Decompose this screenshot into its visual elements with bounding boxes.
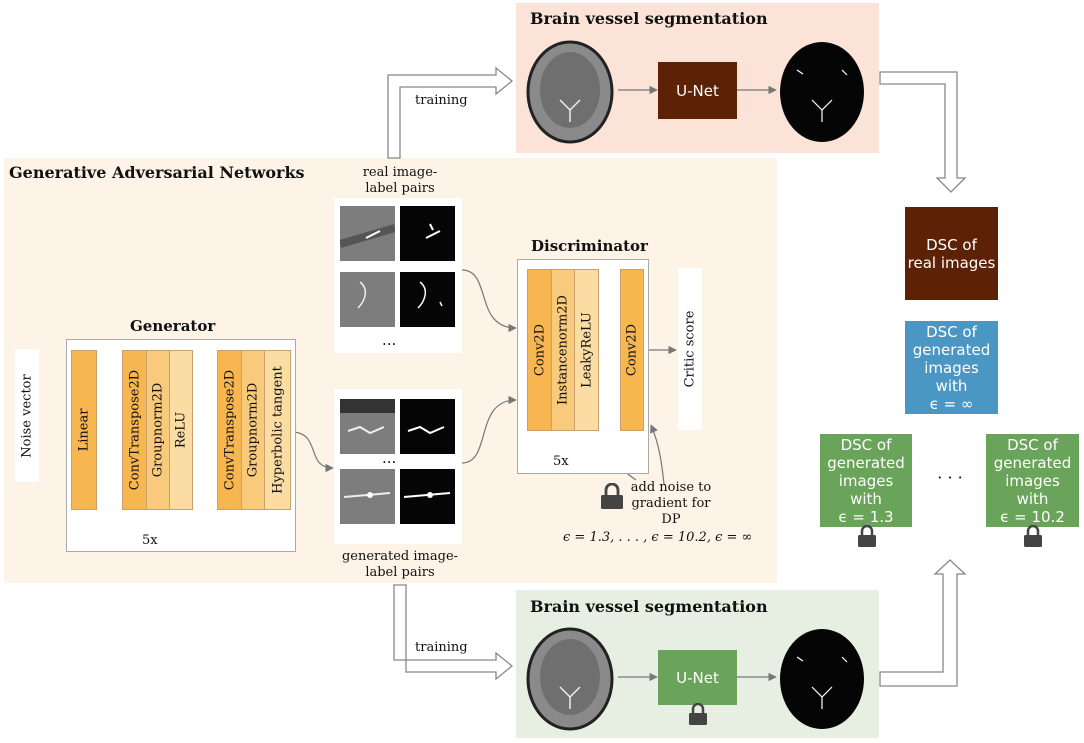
arrow-to-dsc bbox=[879, 71, 967, 193]
unet-box-top: U-Net bbox=[658, 62, 737, 119]
generated-pairs-card: ... bbox=[334, 389, 462, 544]
real-pairs-card: ... bbox=[334, 198, 462, 353]
noise-vector: Noise vector bbox=[15, 349, 39, 482]
generated-image-thumb-1 bbox=[340, 399, 395, 454]
training-label-top: training bbox=[415, 93, 468, 108]
discriminator-repeat-label: 5x bbox=[553, 454, 569, 469]
discriminator-layer-conv2d-1: Conv2D bbox=[527, 269, 552, 431]
generator-layer-relu: ReLU bbox=[169, 350, 193, 510]
generator-layer-convtranspose-1: ConvTranspose2D bbox=[122, 350, 147, 510]
segmentation-title-bottom: Brain vessel segmentation bbox=[530, 597, 768, 616]
dp-epsilon-values: ϵ = 1.3, . . . , ϵ = 10.2, ϵ = ∞ bbox=[563, 530, 753, 545]
lock-icon-dp bbox=[601, 483, 623, 509]
dsc-generated-eps-inf: DSC of generated images with ϵ = ∞ bbox=[905, 321, 998, 414]
real-label-thumb-1 bbox=[400, 206, 455, 261]
discriminator-title: Discriminator bbox=[531, 237, 648, 255]
generator-layer-tanh: Hyperbolic tangent bbox=[264, 350, 291, 510]
dsc-generated-eps-1-3: DSC of generated images with ϵ = 1.3 bbox=[820, 434, 912, 527]
segmentation-title-top: Brain vessel segmentation bbox=[530, 9, 768, 28]
training-label-bottom: training bbox=[415, 640, 468, 655]
segmentation-mask-top bbox=[780, 42, 864, 142]
training-arrow-bottom bbox=[393, 584, 514, 681]
discriminator-layer-conv2d-2: Conv2D bbox=[620, 269, 644, 431]
real-pairs-ellipsis: ... bbox=[382, 331, 397, 349]
dsc-ellipsis: · · · bbox=[937, 468, 963, 487]
generator-layer-groupnorm-2: Groupnorm2D bbox=[241, 350, 265, 510]
lock-icon-dsc-1-3 bbox=[858, 525, 876, 547]
segmentation-mask-bottom bbox=[780, 629, 864, 729]
training-arrow-top bbox=[387, 66, 514, 159]
unet-box-bottom: U-Net bbox=[658, 650, 737, 705]
generator-layer-convtranspose-2: ConvTranspose2D bbox=[217, 350, 242, 510]
real-image-thumb-1 bbox=[340, 206, 395, 261]
generator-title: Generator bbox=[130, 317, 216, 335]
dp-noise-label: add noise to gradient for DP bbox=[630, 480, 712, 527]
generator-layer-linear: Linear bbox=[71, 350, 97, 510]
dsc-generated-eps-10-2: DSC of generated images with ϵ = 10.2 bbox=[986, 434, 1079, 527]
discriminator-layer-leakyrelu: LeakyReLU bbox=[574, 269, 599, 431]
lock-icon-dsc-10-2 bbox=[1024, 525, 1042, 547]
generated-label-thumb-2 bbox=[400, 469, 455, 524]
generated-image-thumb-2 bbox=[340, 469, 395, 524]
dsc-real-images: DSC of real images bbox=[905, 207, 998, 300]
critic-score-output: Critic score bbox=[678, 268, 702, 430]
generator-layer-groupnorm-1: Groupnorm2D bbox=[146, 350, 170, 510]
generated-label-thumb-1 bbox=[400, 399, 455, 454]
arrow-from-bottom-panel bbox=[879, 559, 967, 687]
real-pairs-label: real image- label pairs bbox=[362, 165, 438, 196]
generated-pairs-ellipsis: ... bbox=[382, 449, 397, 467]
discriminator-layer-instancenorm: Instancenorm2D bbox=[551, 269, 575, 431]
gan-title: Generative Adversarial Networks bbox=[9, 163, 305, 182]
real-label-thumb-2 bbox=[400, 272, 455, 327]
brain-scan-image-bottom bbox=[526, 627, 614, 731]
lock-icon-unet bbox=[689, 703, 707, 725]
generated-pairs-label: generated image- label pairs bbox=[341, 549, 459, 580]
real-image-thumb-2 bbox=[340, 272, 395, 327]
generator-repeat-label: 5x bbox=[142, 533, 158, 548]
brain-scan-image-top bbox=[526, 40, 614, 144]
